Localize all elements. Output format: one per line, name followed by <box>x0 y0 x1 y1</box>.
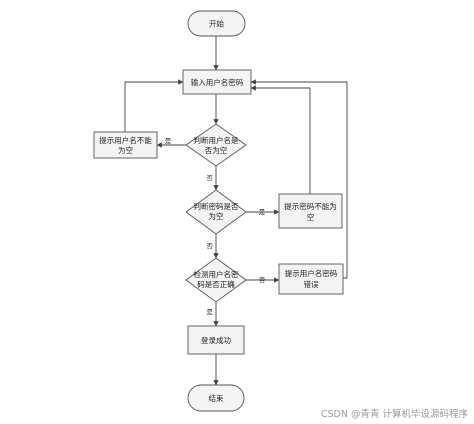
check-username-label-1: 判断用户名是 <box>194 135 239 145</box>
input-node <box>182 69 252 95</box>
username-empty-label-2: 为空 <box>118 145 133 155</box>
check-password-label-2: 为空 <box>209 211 224 221</box>
verify-credentials-label-1: 检测用户名密 <box>194 269 239 279</box>
connectors <box>124 36 348 386</box>
credentials-error-label-1: 提示用户名密码 <box>285 268 338 278</box>
end-label: 结束 <box>209 393 224 403</box>
login-success-node <box>187 325 245 355</box>
username-empty-node <box>93 131 158 159</box>
end-node <box>187 384 245 412</box>
edge-pass-empty-loop <box>250 85 311 194</box>
edge-verify-error-loop <box>250 79 348 279</box>
start-node <box>187 10 246 37</box>
password-empty-node <box>278 193 343 229</box>
check-password-label-1: 判断密码是否 <box>194 201 239 211</box>
credentials-error-node <box>278 263 344 295</box>
edge-label-verify-yes: 是 <box>207 308 214 316</box>
edge-label-verify-no: 否 <box>259 276 266 284</box>
edge-label-pass-yes: 是 <box>259 208 266 216</box>
edge-label-user-yes: 是 <box>165 137 172 145</box>
username-empty-label-1: 提示用户名不能 <box>99 135 152 145</box>
edge-label-pass-no: 否 <box>207 242 214 250</box>
check-password-decision <box>185 189 247 235</box>
check-username-decision <box>185 123 247 167</box>
edge-user-empty-loop <box>124 79 184 132</box>
watermark: CSDN @青青 计算机毕设源码程序 <box>320 409 468 420</box>
credentials-error-label-2: 错误 <box>304 279 319 289</box>
login-success-label: 登录成功 <box>201 335 231 345</box>
input-label: 输入用户名密码 <box>191 77 244 87</box>
verify-credentials-decision <box>185 257 247 303</box>
password-empty-label-1: 提示密码不能为 <box>284 201 337 211</box>
check-username-label-2: 否为空 <box>205 145 228 155</box>
start-label: 开始 <box>209 19 224 29</box>
verify-credentials-label-2: 码是否正确 <box>197 279 235 289</box>
password-empty-label-2: 空 <box>307 212 315 222</box>
edge-label-user-no: 否 <box>207 174 214 182</box>
